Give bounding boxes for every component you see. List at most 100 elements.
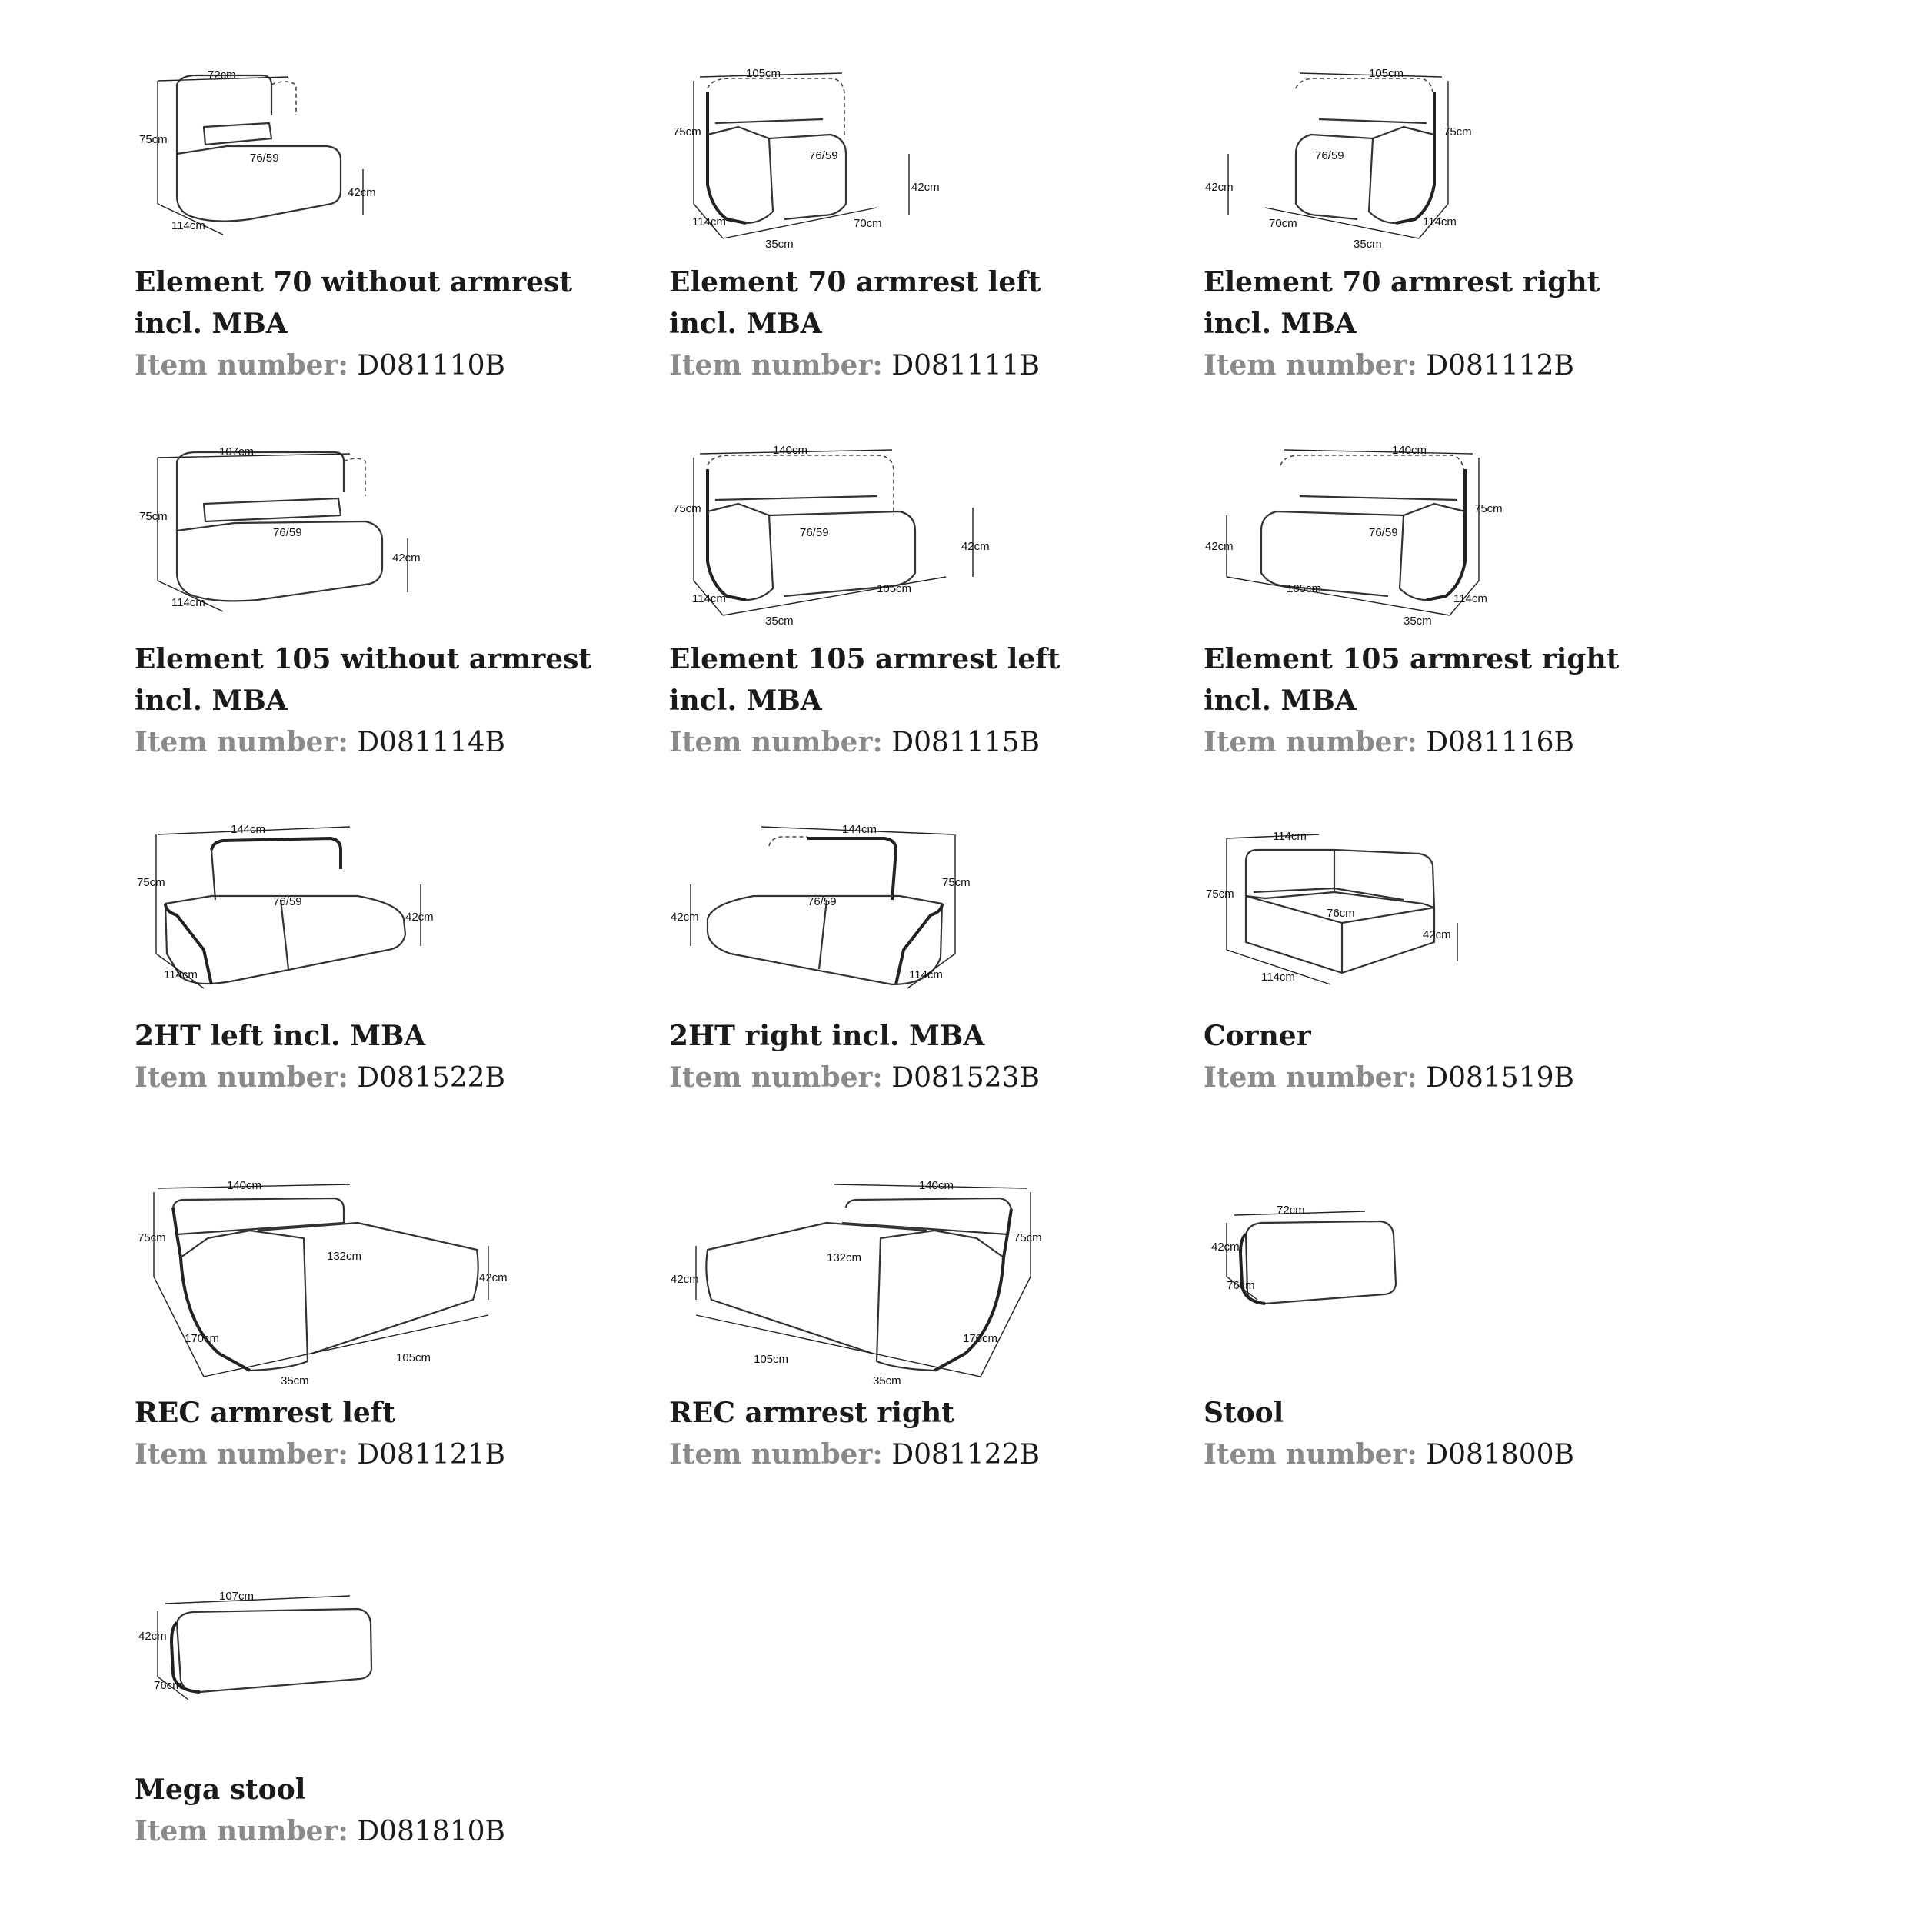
sofa-outline bbox=[164, 837, 407, 985]
dim-width: 140cm bbox=[773, 444, 807, 457]
item-number-label: Item number: bbox=[1204, 349, 1417, 381]
dim-seat-width: 105cm bbox=[877, 582, 911, 595]
item-number-value: D081800B bbox=[1426, 1439, 1574, 1471]
item-number-value: D081111B bbox=[891, 350, 1040, 381]
item-number-value: D081114B bbox=[357, 727, 505, 758]
dim-seat: 76/59 bbox=[800, 526, 829, 539]
dim-depth: 114cm bbox=[1261, 971, 1295, 984]
dimension-drawing: 140cm 75cm 132cm 42cm 170cm 35cm 105cm bbox=[669, 1169, 1161, 1400]
dimension-drawing: 72cm 42cm 76cm bbox=[1204, 1169, 1696, 1400]
product-caption: Element 105 armrest left incl. MBA Item … bbox=[669, 638, 1161, 764]
dim-seat: 76/59 bbox=[273, 895, 302, 908]
dim-seat-width: 105cm bbox=[754, 1353, 788, 1366]
sofa-outline bbox=[175, 74, 342, 222]
product-title-line2: incl. MBA bbox=[669, 308, 822, 340]
product-title-line1: Corner bbox=[1204, 1020, 1311, 1052]
item-number: Item number: D081110B bbox=[135, 345, 627, 387]
sofa-outline bbox=[1244, 848, 1436, 974]
product-title-line1: 2HT right incl. MBA bbox=[669, 1020, 985, 1052]
product-card: 140cm 75cm 132cm 42cm 170cm 35cm 105cm R… bbox=[669, 1169, 1161, 1538]
dim-width: 105cm bbox=[1369, 67, 1404, 80]
dim-seat-height: 42cm bbox=[671, 1273, 699, 1286]
dim-seat-height: 42cm bbox=[348, 186, 376, 199]
product-caption: REC armrest left Item number: D081121B bbox=[135, 1392, 627, 1476]
sofa-outline bbox=[706, 455, 917, 601]
dimension-drawing: 144cm 75cm 76/59 42cm 114cm bbox=[669, 815, 1161, 1046]
dimension-lines bbox=[693, 449, 974, 616]
product-title-line1: Element 105 without armrest bbox=[135, 643, 591, 675]
product-card: 144cm 75cm 76/59 42cm 114cm 2HT right in… bbox=[669, 815, 1161, 1184]
item-number-label: Item number: bbox=[669, 726, 883, 758]
item-number-value: D081122B bbox=[891, 1439, 1040, 1471]
product-card: 140cm 75cm 76/59 42cm 114cm 35cm 105cm E… bbox=[669, 438, 1161, 808]
product-caption: Element 105 armrest right incl. MBA Item… bbox=[1204, 638, 1696, 764]
product-title-line2: incl. MBA bbox=[669, 685, 822, 717]
item-number-value: D081110B bbox=[357, 350, 505, 381]
product-title-line1: REC armrest right bbox=[669, 1397, 954, 1429]
dim-height: 75cm bbox=[673, 125, 701, 138]
dim-depth: 170cm bbox=[185, 1332, 219, 1345]
product-title-line1: Mega stool bbox=[135, 1774, 306, 1806]
item-number-label: Item number: bbox=[135, 349, 348, 381]
product-card: 72cm 75cm 76/59 42cm 114cm Element 70 wi… bbox=[135, 62, 627, 431]
product-title-line2: incl. MBA bbox=[1204, 308, 1357, 340]
item-number-value: D081519B bbox=[1426, 1062, 1574, 1094]
dimension-lines bbox=[1226, 449, 1480, 616]
item-number-label: Item number: bbox=[1204, 1438, 1417, 1471]
item-number: Item number: D081800B bbox=[1204, 1434, 1696, 1476]
dim-seat-height: 42cm bbox=[479, 1271, 508, 1284]
dim-seat-width: 105cm bbox=[396, 1351, 431, 1364]
item-number-value: D081116B bbox=[1426, 727, 1574, 758]
item-number: Item number: D081111B bbox=[669, 345, 1161, 387]
dim-depth: 114cm bbox=[164, 968, 198, 981]
dim-height: 75cm bbox=[138, 1231, 166, 1244]
product-caption: Element 70 armrest right incl. MBA Item … bbox=[1204, 261, 1696, 387]
sofa-outline bbox=[706, 78, 847, 225]
dim-depth: 114cm bbox=[1423, 215, 1457, 228]
dimension-drawing: 107cm 75cm 76/59 42cm 114cm bbox=[135, 438, 627, 669]
dimension-lines bbox=[157, 76, 364, 235]
product-caption: Stool Item number: D081800B bbox=[1204, 1392, 1696, 1476]
product-title-line1: Stool bbox=[1204, 1397, 1284, 1429]
product-card: 140cm 75cm 76/59 42cm 114cm 35cm 105cm E… bbox=[1204, 438, 1696, 808]
dim-seat: 76/59 bbox=[809, 149, 838, 162]
product-card: 107cm 42cm 76cm Mega stool Item number: … bbox=[135, 1546, 627, 1915]
product-title-line1: Element 105 armrest left bbox=[669, 643, 1061, 675]
product-card: 140cm 75cm 132cm 42cm 170cm 35cm 105cm R… bbox=[135, 1169, 627, 1538]
item-number: Item number: D081810B bbox=[135, 1810, 627, 1853]
product-title-line1: Element 70 armrest left bbox=[669, 266, 1041, 298]
product-title-line1: Element 70 without armrest bbox=[135, 266, 572, 298]
dim-seat-height: 42cm bbox=[1205, 181, 1234, 194]
item-number: Item number: D081121B bbox=[135, 1434, 627, 1476]
item-number-label: Item number: bbox=[669, 349, 883, 381]
item-number-label: Item number: bbox=[1204, 1061, 1417, 1094]
dim-width: 144cm bbox=[842, 823, 877, 836]
dim-seat-width: 70cm bbox=[1269, 217, 1297, 230]
item-number: Item number: D081519B bbox=[1204, 1057, 1696, 1099]
dim-width: 140cm bbox=[1392, 444, 1427, 457]
dim-arm: 35cm bbox=[281, 1374, 309, 1387]
dim-arm: 35cm bbox=[873, 1374, 901, 1387]
item-number-value: D081522B bbox=[357, 1062, 505, 1094]
dim-width: 140cm bbox=[919, 1179, 954, 1192]
product-caption: Element 70 without armrest incl. MBA Ite… bbox=[135, 261, 627, 387]
item-number: Item number: D081523B bbox=[669, 1057, 1161, 1099]
stool-outline bbox=[170, 1607, 373, 1694]
dimension-drawing: 144cm 75cm 76/59 42cm 114cm bbox=[135, 815, 627, 1046]
dim-width: 72cm bbox=[1277, 1204, 1305, 1217]
dimension-lines bbox=[1226, 1211, 1366, 1301]
dim-arm: 35cm bbox=[765, 238, 794, 251]
dimension-lines bbox=[690, 826, 956, 989]
dim-height: 75cm bbox=[942, 876, 971, 889]
dim-seat-height: 42cm bbox=[1205, 540, 1234, 553]
dim-seat: 76/59 bbox=[273, 526, 302, 539]
dim-width: 140cm bbox=[227, 1179, 261, 1192]
product-title-line1: Element 105 armrest right bbox=[1204, 643, 1620, 675]
dim-seat-height: 42cm bbox=[392, 551, 421, 565]
product-card: 107cm 75cm 76/59 42cm 114cm Element 105 … bbox=[135, 438, 627, 808]
dimension-drawing: 114cm 75cm 76cm 42cm 114cm bbox=[1204, 815, 1696, 1046]
dim-seat-height: 42cm bbox=[911, 181, 940, 194]
sofa-outline bbox=[171, 1197, 479, 1372]
dim-seat: 76/59 bbox=[250, 152, 279, 165]
item-number: Item number: D081122B bbox=[669, 1434, 1161, 1476]
